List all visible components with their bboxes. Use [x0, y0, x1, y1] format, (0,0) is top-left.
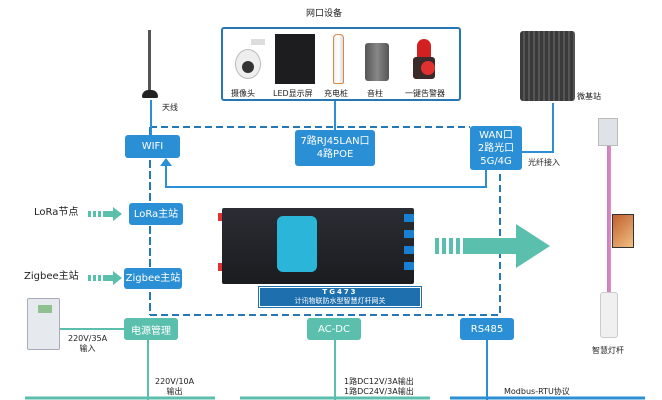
charging-pile-icon: [333, 34, 344, 84]
net-device-label: 充电桩: [324, 89, 348, 98]
speaker-column-icon: [365, 43, 389, 81]
base-station-icon: [520, 31, 575, 101]
pole-screen: [612, 214, 634, 248]
electric-meter-icon: [27, 298, 60, 350]
wan-line3: 5G/4G: [480, 155, 512, 167]
fiber-label: 光纤接入: [528, 158, 560, 167]
zigbee-master-box: Zigbee主站: [124, 268, 182, 289]
pole-base: [600, 292, 618, 338]
net-device-label: 音柱: [367, 89, 383, 98]
acdc-box: AC-DC: [307, 318, 361, 340]
net-devices-panel: 摄像头 LED显示屏 充电桩 音柱 一键告警器: [221, 27, 461, 101]
modbus-label: Modbus-RTU协议: [504, 387, 570, 396]
rs485-box: RS485: [460, 318, 514, 340]
led-display-icon: [275, 34, 315, 84]
net-device-label: LED显示屏: [273, 89, 313, 98]
antenna-label: 天线: [162, 103, 178, 112]
alarm-icon: [413, 39, 435, 81]
gateway-device-icon: [218, 208, 414, 284]
wan-line1: WAN口: [479, 129, 513, 141]
wan-line2: 2路光口: [477, 142, 515, 154]
lora-node-label: LoRa节点: [34, 207, 79, 218]
gateway-model: TG473: [322, 288, 358, 296]
base-station-label: 微基站: [577, 92, 601, 101]
dc-out-line1: 1路DC12V/3A输出: [344, 377, 414, 386]
smart-pole-icon: [607, 146, 611, 296]
power-in-line1: 220V/35A: [68, 334, 108, 343]
lan-box: 7路RJ45LAN口 4路POE: [295, 130, 375, 166]
lora-master-box: LoRa主站: [129, 203, 183, 225]
net-device-label: 一键告警器: [405, 89, 445, 98]
antenna-icon: [148, 30, 151, 92]
lan-line1: 7路RJ45LAN口: [300, 136, 370, 147]
power-in-line2: 输入: [79, 344, 96, 353]
antenna-base: [142, 90, 158, 98]
power-management-box: 电源管理: [124, 318, 178, 340]
camera-icon: [233, 35, 265, 81]
gateway-name: 计讯物联防水型智慧灯杆网关: [294, 297, 386, 305]
net-device-label: 摄像头: [231, 89, 255, 98]
smart-pole-head: [598, 118, 618, 146]
power-out-line2: 输出: [166, 387, 183, 396]
power-out-line1: 220V/10A: [155, 377, 195, 386]
net-devices-title: 网口设备: [306, 9, 343, 19]
lan-line2: 4路POE: [316, 149, 354, 160]
wifi-box: WIFI: [125, 135, 180, 158]
smart-pole-label: 智慧灯杆: [592, 346, 624, 355]
zigbee-left-label: Zigbee主站: [24, 271, 79, 282]
dc-out-line2: 1路DC24V/3A输出: [344, 387, 414, 396]
gateway-label: TG473 计讯物联防水型智慧灯杆网关: [258, 286, 422, 308]
